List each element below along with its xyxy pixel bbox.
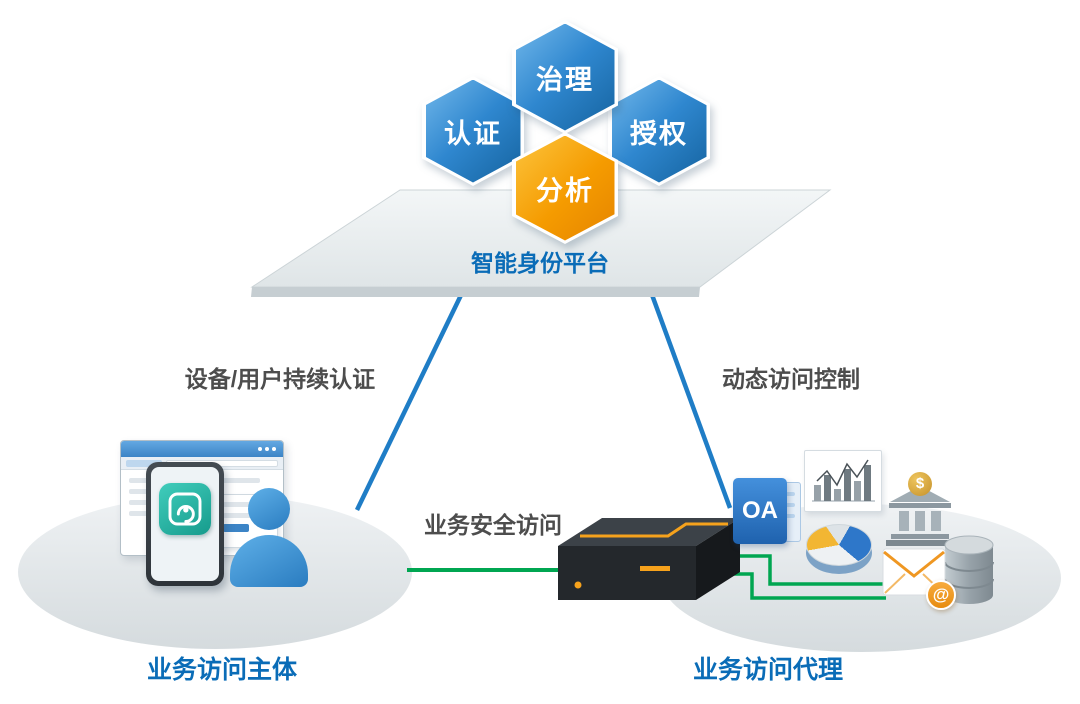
database-glyph [944, 535, 994, 604]
left-connector-label: 设备/用户持续认证 [184, 366, 376, 392]
hexagon-border: 授权 [608, 76, 710, 186]
phone-screen [151, 467, 219, 581]
hexagon-face: 认证 [425, 79, 521, 183]
hexagon-border: 认证 [422, 76, 524, 186]
bar-chart-glyph [812, 459, 875, 502]
bank-columns [886, 511, 954, 531]
hexagon-face: 授权 [611, 79, 707, 183]
gateway-accent-dot [574, 581, 582, 589]
browser-titlebar [121, 441, 283, 457]
right-connector-line [637, 261, 733, 509]
hexagon-authentication-label: 认证 [444, 118, 502, 149]
hexagon-governance-label: 治理 [536, 64, 594, 95]
hexagon-authorization-label: 授权 [630, 118, 688, 149]
gateway-side-face [696, 518, 740, 600]
bank-column [931, 511, 941, 531]
hexagon-border: 分析 [512, 132, 618, 244]
bank-column [899, 511, 909, 531]
bank-base [891, 534, 949, 539]
placeholder-text-line [223, 513, 252, 518]
bank-base [886, 540, 954, 546]
bank-column [915, 511, 925, 531]
oa-tile: OA [733, 478, 787, 544]
person-icon [230, 488, 308, 587]
gateway-accent-dash [640, 566, 670, 571]
secure-access-label: 业务安全访问 [424, 512, 562, 538]
hexagon-governance: 治理 [512, 20, 618, 134]
platform-label: 智能身份平台 [471, 250, 609, 276]
proxy-node-label: 业务访问代理 [692, 656, 843, 684]
right-connector-label: 动态访问控制 [722, 366, 860, 392]
oa-label: OA [742, 497, 778, 524]
at-symbol: @ [932, 585, 950, 604]
app-logo-icon [159, 483, 211, 535]
pie-chart-top [806, 524, 872, 566]
bank-architrave [889, 503, 951, 508]
pie-chart-icon [804, 514, 876, 578]
gateway-front-face [558, 546, 696, 600]
email-icon: @ [882, 544, 956, 610]
person-head [248, 488, 290, 530]
hexagon-authorization: 授权 [608, 76, 710, 186]
hexagon-analytics: 分析 [512, 132, 618, 244]
hexagon-authentication: 认证 [422, 76, 524, 186]
gateway-accent-line [580, 522, 728, 538]
window-controls-icon [272, 447, 276, 451]
smartphone [146, 462, 224, 586]
hexagon-border: 治理 [512, 20, 618, 134]
platform-slab-edge [251, 287, 700, 297]
dollar-symbol: $ [915, 475, 925, 492]
hexagon-face: 分析 [515, 135, 615, 241]
placeholder-text-line [223, 502, 267, 507]
gateway-appliance [558, 518, 740, 600]
app-logo-glyph [168, 492, 202, 526]
hexagon-face: 治理 [515, 23, 615, 131]
subject-node-label: 业务访问主体 [146, 656, 297, 684]
browser-tab [126, 459, 162, 467]
dollar-coin-icon: $ [908, 472, 932, 496]
hexagon-analytics-label: 分析 [536, 175, 594, 206]
person-body [230, 535, 308, 587]
database-icon [942, 534, 998, 608]
oa-app-icon: OA [733, 474, 803, 552]
bar-chart-icon [804, 450, 882, 512]
left-connector-line [354, 259, 481, 511]
panel-button [223, 524, 249, 532]
bank-icon: $ [886, 472, 954, 546]
at-badge-icon: @ [926, 580, 956, 610]
